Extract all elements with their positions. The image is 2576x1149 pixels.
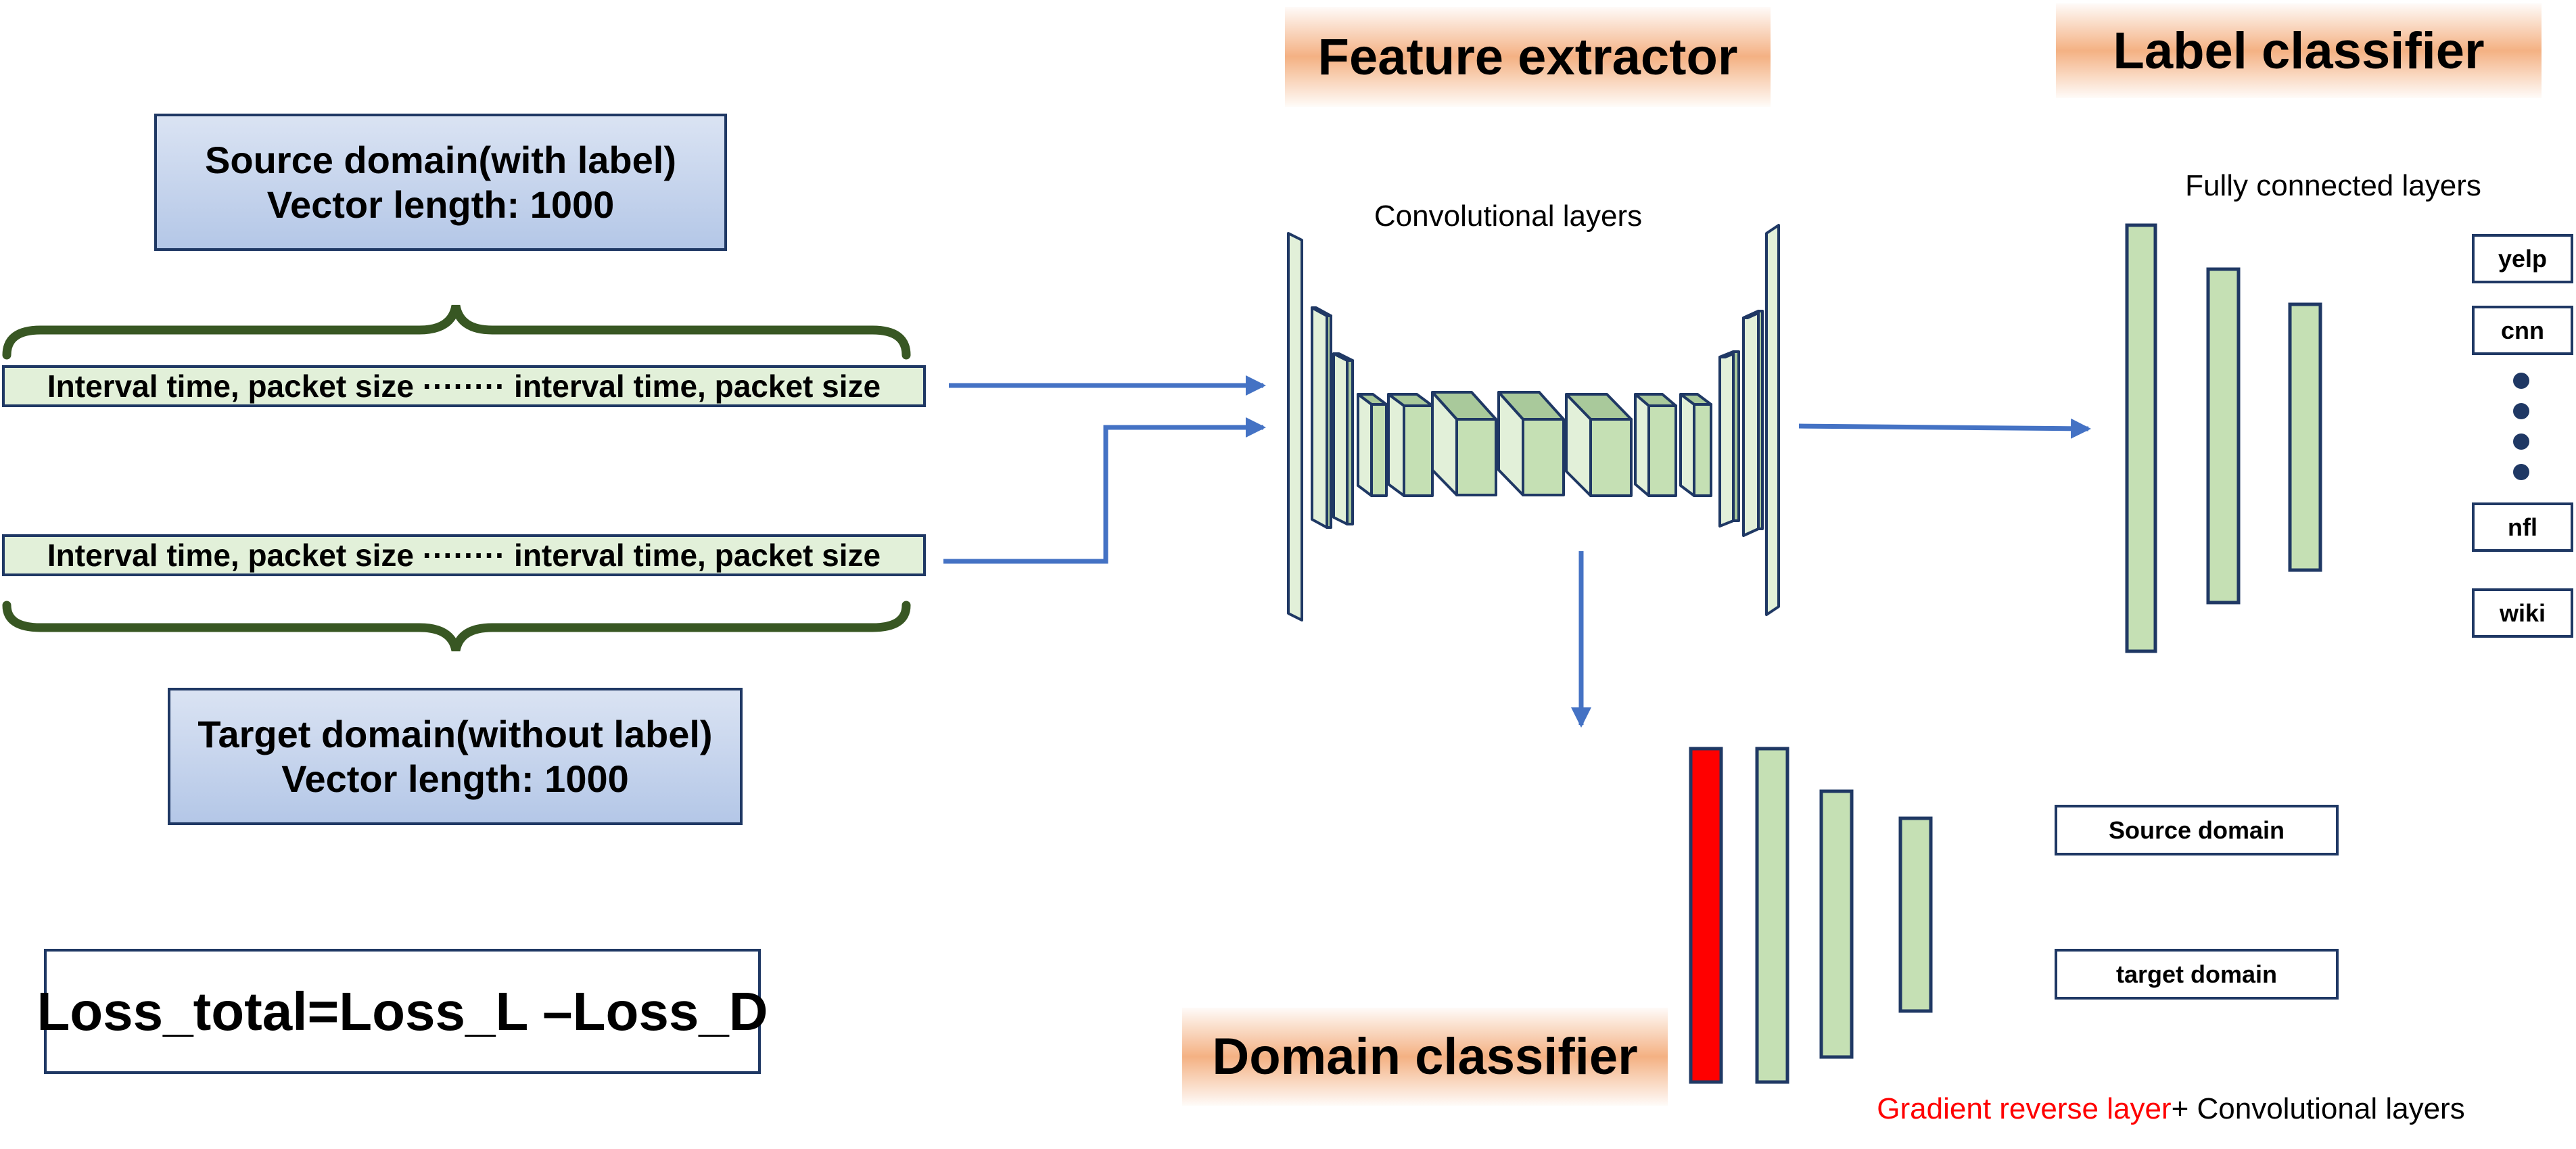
- fc-layer: [2125, 223, 2157, 653]
- domain-conv-layer: [1898, 816, 1933, 1013]
- extractor-to-label-classifier-arrow: [1798, 418, 2091, 439]
- domain-conv-layer: [1819, 789, 1854, 1059]
- conv-block: [1679, 393, 1712, 497]
- target-brace: [2, 601, 911, 652]
- target-domain-box: Target domain(without label) Vector leng…: [168, 688, 743, 825]
- conv-plate: [1287, 232, 1303, 622]
- conv-block: [1497, 391, 1565, 496]
- loss-formula-box: Loss_total=Loss_L –Loss_D: [37, 949, 768, 1074]
- target-domain-output-box: target domain: [2055, 949, 2339, 1000]
- convolutional-layers-label: Convolutional layers: [1374, 200, 1643, 233]
- conv-block: [1431, 391, 1497, 496]
- class-box-yelp: yelp: [2472, 234, 2573, 283]
- gradient-reverse-layer-label: Gradient reverse layer: [1877, 1092, 2172, 1125]
- domain-conv-layers-label: + Convolutional layers: [2171, 1092, 2465, 1125]
- fully-connected-layers-label: Fully connected layers: [2185, 169, 2481, 202]
- source-domain-box: Source domain(with label) Vector length:…: [154, 114, 727, 251]
- convolutional-stack: [1287, 224, 1780, 622]
- target-sequence-bar: Interval time, packet size ········ inte…: [2, 534, 926, 576]
- feature-extractor-title: Feature extractor: [1285, 7, 1771, 107]
- class-box-wiki: wiki: [2472, 588, 2573, 638]
- source-vector-length: Vector length: 1000: [266, 183, 615, 226]
- target-vector-length: Vector length: 1000: [281, 757, 629, 800]
- source-brace: [2, 304, 911, 360]
- domain-classifier-title: Domain classifier: [1182, 1008, 1668, 1106]
- source-sequence-bar: Interval time, packet size ········ inte…: [2, 365, 926, 407]
- target-domain-title: Target domain(without label): [197, 712, 713, 755]
- conv-block: [1387, 393, 1434, 497]
- source-domain-title: Source domain(with label): [205, 138, 676, 181]
- fc-layer: [2288, 302, 2322, 572]
- gradient-reverse-layer: [1689, 747, 1723, 1084]
- conv-plate: [1332, 352, 1354, 525]
- class-ellipsis: [2513, 373, 2529, 480]
- conv-plate: [1742, 310, 1764, 537]
- class-box-cnn: cnn: [2472, 306, 2573, 355]
- domain-conv-layer: [1755, 747, 1789, 1084]
- conv-block: [1634, 393, 1677, 497]
- domain-classifier-layers-caption: Gradient reverse layer+ Convolutional la…: [1799, 1085, 2543, 1133]
- conv-plate: [1765, 224, 1780, 616]
- conv-plate: [1718, 350, 1740, 527]
- conv-plate: [1311, 306, 1332, 529]
- label-classifier-title: Label classifier: [2056, 3, 2542, 98]
- fully-connected-layers: [2125, 223, 2322, 653]
- conv-block: [1357, 393, 1388, 497]
- class-box-nfl: nfl: [2472, 502, 2573, 552]
- target-to-extractor-arrow: [943, 417, 1266, 564]
- conv-block: [1565, 393, 1633, 497]
- fc-layer: [2206, 267, 2241, 605]
- source-domain-output-box: Source domain: [2055, 805, 2339, 855]
- domain-classifier-layers: [1689, 747, 1933, 1084]
